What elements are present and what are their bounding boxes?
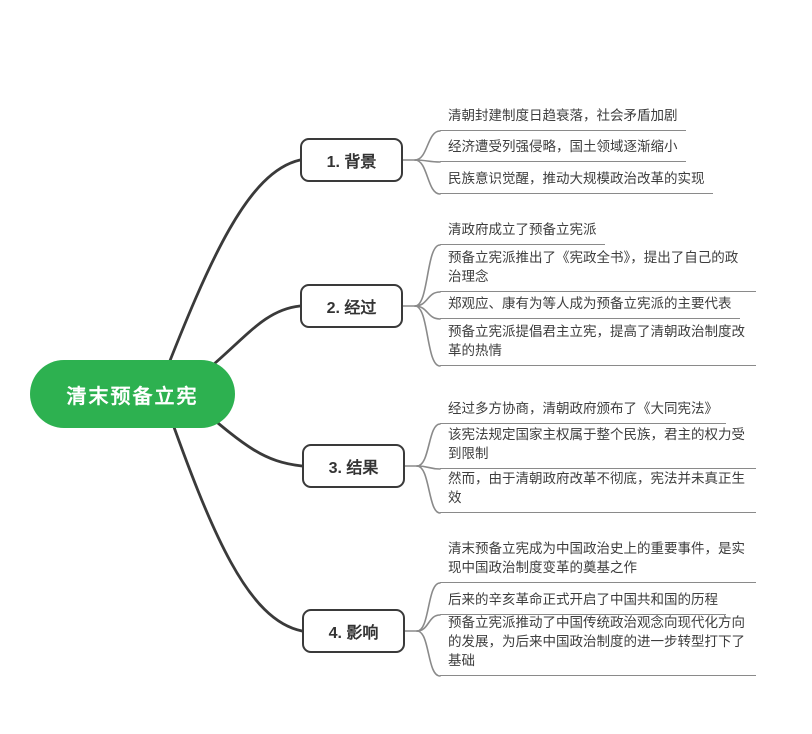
root-node[interactable]: 清末预备立宪 bbox=[30, 360, 235, 428]
branch4-leaf1-curve bbox=[416, 582, 441, 632]
root-branch1-curve bbox=[158, 158, 302, 388]
branch-node-background[interactable]: 1. 背景 bbox=[300, 138, 403, 182]
root-branch4-curve bbox=[163, 400, 304, 633]
leaf-node[interactable]: 经济遭受列强侵略，国土领域逐渐缩小 bbox=[440, 137, 686, 162]
leaf-node[interactable]: 清末预备立宪成为中国政治史上的重要事件，是实现中国政治制度变革的奠基之作 bbox=[440, 539, 756, 583]
leaf-node[interactable]: 民族意识觉醒，推动大规模政治改革的实现 bbox=[440, 169, 713, 194]
leaf-node[interactable]: 清政府成立了预备立宪派 bbox=[440, 220, 605, 245]
leaf-node[interactable]: 该宪法规定国家主权属于整个民族，君主的权力受到限制 bbox=[440, 425, 756, 469]
leaf-node[interactable]: 然而，由于清朝政府改革不彻底，宪法并未真正生效 bbox=[440, 469, 756, 513]
leaf-node[interactable]: 经过多方协商，清朝政府颁布了《大同宪法》 bbox=[440, 399, 726, 424]
leaf-node[interactable]: 后来的辛亥革命正式开启了中国共和国的历程 bbox=[440, 590, 726, 615]
branch2-leaf1-curve bbox=[414, 244, 441, 307]
branch-node-result[interactable]: 3. 结果 bbox=[302, 444, 405, 488]
branch3-leaf1-curve bbox=[416, 423, 441, 467]
leaf-node[interactable]: 预备立宪派提倡君主立宪，提高了清朝政治制度改革的热情 bbox=[440, 322, 756, 366]
leaf-node[interactable]: 郑观应、康有为等人成为预备立宪派的主要代表 bbox=[440, 294, 740, 319]
leaf-node[interactable]: 预备立宪派推出了《宪政全书》，提出了自己的政治理念 bbox=[440, 248, 756, 292]
branch-node-impact[interactable]: 4. 影响 bbox=[302, 609, 405, 653]
branch4-leaf3-curve bbox=[416, 630, 441, 677]
branch1-leaf3-curve bbox=[414, 159, 441, 195]
branch2-leaf4-curve bbox=[414, 305, 441, 367]
branch-node-process[interactable]: 2. 经过 bbox=[300, 284, 403, 328]
branch1-leaf1-curve bbox=[414, 130, 441, 161]
branch4-leaf2-curve bbox=[416, 614, 441, 632]
leaf-node[interactable]: 预备立宪派推动了中国传统政治观念向现代化方向的发展，为后来中国政治制度的进一步转… bbox=[440, 613, 756, 676]
branch3-leaf3-curve bbox=[416, 465, 441, 514]
leaf-node[interactable]: 清朝封建制度日趋衰落，社会矛盾加剧 bbox=[440, 106, 686, 131]
